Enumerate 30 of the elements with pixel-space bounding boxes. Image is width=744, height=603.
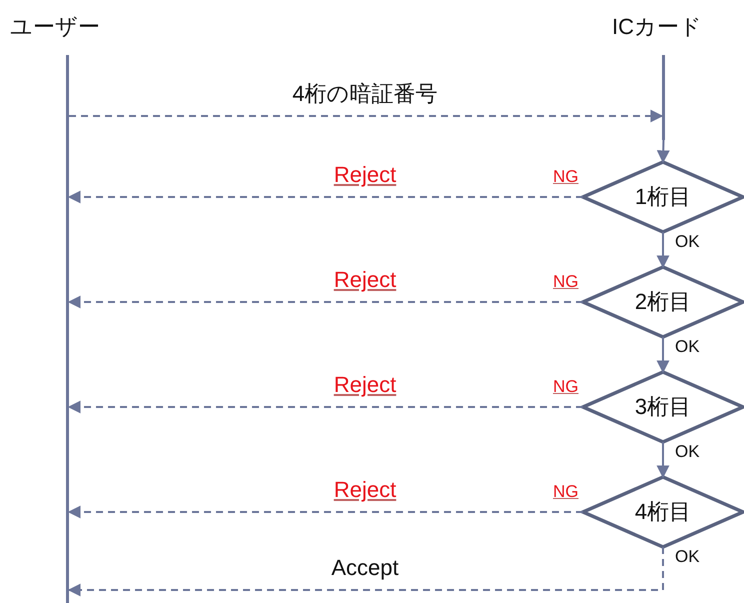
arrow [656,140,670,164]
branch-label: NG [553,273,578,290]
lifeline [662,55,665,140]
arrow [69,110,664,122]
arrow [68,400,583,414]
decision-diamond [583,162,743,232]
lifeline-header: ICカード [612,14,702,40]
arrow [68,547,664,596]
decision-text: 3桁目 [634,393,692,421]
arrow [656,232,670,268]
decision-diamond [583,267,743,337]
branch-label: OK [675,443,700,460]
decision-text: 4桁目 [634,498,692,526]
decision-diamond [583,477,743,547]
decision-text: 2桁目 [634,288,692,316]
branch-label: NG [553,168,578,185]
arrow [68,190,583,204]
branch-label: OK [675,233,700,250]
branch-label: OK [675,548,700,565]
branch-label: OK [675,338,700,355]
lifeline-header: ユーザー [10,14,100,40]
arrow [68,296,583,308]
branch-label: NG [553,483,578,500]
decision-text: 1桁目 [634,183,692,211]
arrow [656,337,670,374]
decision-diamond [583,372,743,442]
branch-label: NG [553,378,578,395]
lifeline [66,55,69,603]
arrow [68,506,583,518]
arrow [656,442,670,478]
